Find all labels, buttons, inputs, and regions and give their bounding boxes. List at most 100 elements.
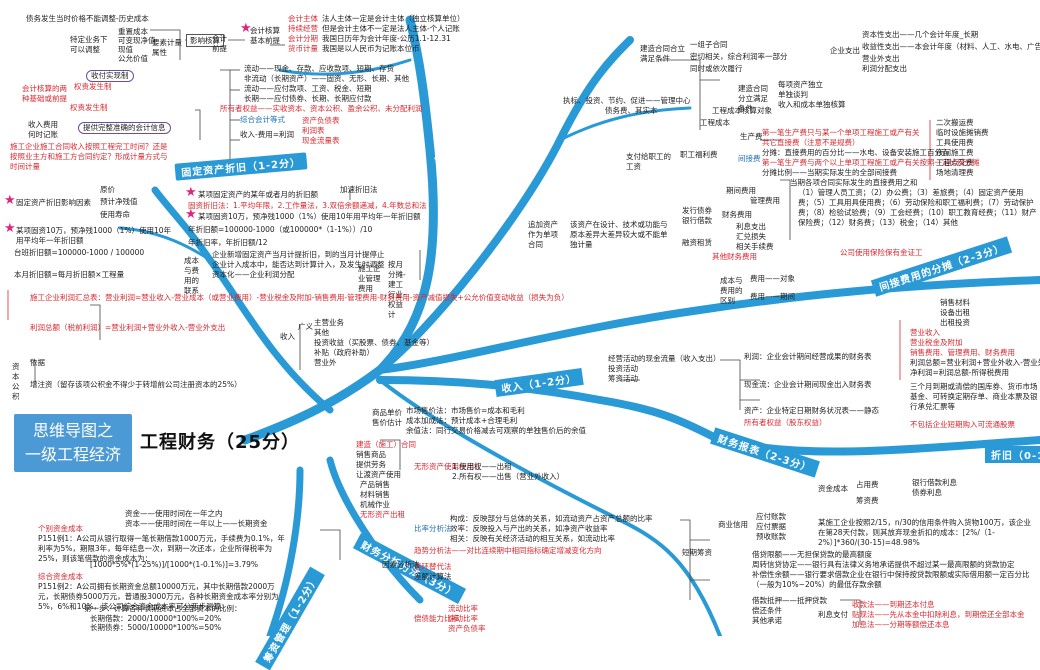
node-text: 会计前提 xyxy=(212,34,227,53)
node-text: 现值 xyxy=(118,45,133,54)
node-text: 单独谈判 xyxy=(778,90,808,99)
node-text: 长期——应付债券、长期、长期应付款 xyxy=(244,94,372,103)
node-text: 收款法——到期还本付息 xyxy=(852,600,935,609)
node-text: 加速折旧法 xyxy=(340,185,378,194)
node-text: 利润：企业会计期间经营成果的财务表 xyxy=(744,352,872,361)
node-text: 其他财务费用 xyxy=(712,252,757,261)
node-text: 所有者权益（股东权益） xyxy=(744,418,827,427)
node-text: 资产：企业特定日期财务状况表——静态 xyxy=(744,406,879,415)
node-text: 债务发生当时价格不能调整-历史成本 xyxy=(26,14,149,23)
node-text: 流动——应付款项、工资、税金、短期 xyxy=(244,84,372,93)
node-text: 余值法：同行交易价格减去可观察的单独售价后的余值 xyxy=(406,426,586,435)
branch-label-depreciation: 折旧（0-1分） xyxy=(985,446,1040,463)
node-text: （1）管理人员工资；（2）办公费；（3）差旅费；（4）固定资产使用费；（5）工具… xyxy=(798,188,1037,227)
node-text: 营业税金及附加 xyxy=(910,338,963,347)
node-text: 非流动（长期资产）——固资、无形、长期、其他 xyxy=(244,74,409,83)
node-text: 原价 xyxy=(100,185,115,194)
node-text: 企业计入成本中，能否达到计算计入，及发生时调整 xyxy=(212,260,385,269)
node-text: 2.所有权——出售（营业外收入） xyxy=(452,472,565,481)
node-text: 成本与费用的区别 xyxy=(720,276,743,305)
node-text: P151例1：A公司从银行取得一笔长期借款1000万元，手续费为0.1%，年利率… xyxy=(38,534,285,563)
node-text: 公司使用保险保有金证工 xyxy=(840,248,923,257)
node-text: 权责发生制 xyxy=(70,103,108,112)
node-text: 生产费 xyxy=(740,132,763,141)
node-text: 第一笔生产费只与某一个单项工程施工或产有关 xyxy=(762,128,920,137)
node-text: 速动比率 xyxy=(448,614,478,623)
node-oval: 收付实现制 xyxy=(86,70,134,82)
node-text: 某项固资10万，预净残1000（1%）使用10年用平均年一年折旧额 xyxy=(16,226,172,245)
node-text: 利息支出 xyxy=(736,222,766,231)
node-text: 本月折旧额=每月折旧额×工程量 xyxy=(14,270,125,279)
node-text: 周转信贷协定——银行具有法律义务地承诺提供不超过某一最高限额的贷款协定 xyxy=(752,560,1015,569)
node-text: 我国日历年为会计年度-公历1.1-12.31 xyxy=(322,34,451,43)
node-text: [1000*5%*(1-25%)]/[1000*(1-0.1%)]=3.79% xyxy=(90,560,259,569)
node-text: 支付给职工的工资 xyxy=(626,152,671,171)
node-text: 权责发生制 xyxy=(74,82,112,91)
node-text: 增注资（留存该项公积金不得少于转增前公司注册资本的25%） xyxy=(30,380,242,389)
node-text: 设备出租 xyxy=(940,308,970,317)
node-text: 不包括企业短期购入可流通股票 xyxy=(910,420,1015,429)
node-text: 银行借款 xyxy=(682,216,712,225)
node-text: 成本加成法：预计成本+合理毛利 xyxy=(406,416,518,425)
node-text: 趋势分析法——对比连续期中相同指标确定增减变化方向 xyxy=(414,546,602,555)
node-text: 主营业务 xyxy=(314,318,344,327)
node-text: 会计核算的两种基础或前提 xyxy=(22,84,67,103)
node-text: 夜间施工费 xyxy=(936,148,974,157)
node-text: 银行借款利息 xyxy=(912,478,957,487)
node-text: 利润总额=营业利润+营业外收入-营业外支出 xyxy=(910,358,1040,367)
node-text: 固定资产折旧影响因素 xyxy=(16,198,91,207)
node-text: 共它直接费（注意不是规费） xyxy=(762,138,860,147)
main-title: 工程财务（25分） xyxy=(140,432,301,453)
node-text: 连环替代法 xyxy=(414,562,452,571)
node-text: 1.使用权——出租 xyxy=(452,462,512,471)
node-text: 加息法——分期等额偿还本息 xyxy=(852,620,950,629)
node-text: 无形资产使用权出让 xyxy=(414,462,482,471)
node-text: 但是会计主体不一定是法人主体-个人记账 xyxy=(322,24,460,33)
node-text: 三个月到期或清偿的国库券、货币市场基金、可转换定期存单、商业本票及银行承兑汇票等 xyxy=(910,382,1038,411)
node-text: 施工企业施工合同收入按照工程完工时间？还是按照业主方和施工方合同约定？形成计量方… xyxy=(10,142,168,171)
node-text: 临时设施摊销费 xyxy=(936,128,989,137)
node-text: 台班折旧额=100000-1000 / 100000 xyxy=(14,248,145,257)
central-line-2: 一级工程经济 xyxy=(24,445,121,464)
star-icon: ★ xyxy=(185,185,197,200)
node-text: 建造（施工）合同 xyxy=(356,440,416,449)
node-text: 收入 xyxy=(280,332,295,341)
node-text: 同时或依次履行 xyxy=(690,64,743,73)
node-text: 利息支付 xyxy=(818,610,848,619)
node-text: 债务费、其实本 xyxy=(605,106,658,115)
node-text: 市场售价法：市场售价=成本和毛利 xyxy=(406,406,525,415)
node-text: 长期债券：5000/10000*100%=50% xyxy=(90,623,222,632)
node-text: 相关：反映有关经济活动的相互关系，如流动比率 xyxy=(450,534,615,543)
node-text: 短期筹资 xyxy=(682,548,712,557)
node-text: 企业新增固定资产当月计提折旧，到的当月计提停止 xyxy=(212,250,385,259)
node-text: 某施工企业按照2/15，n/30的信用条件购入货物100万，该企业在第28天付款… xyxy=(818,518,1031,547)
node-text: 营业收入 xyxy=(910,328,940,337)
node-text: 构成：反映部分与总体的关系，如流动资产占资产总额的比率 xyxy=(450,514,653,523)
node-text: 资本化——企业利润分配 xyxy=(212,270,295,279)
node-text: 工程成本 xyxy=(700,118,730,127)
node-text: 费用——对象 xyxy=(750,274,795,283)
node-text: 间接费 xyxy=(738,154,761,163)
node-text: 资金成本 xyxy=(818,484,848,493)
node-text: 应付票据 xyxy=(756,522,786,531)
node-text: 现金流量表 xyxy=(302,136,340,145)
node-text: 比率分析法 xyxy=(414,524,452,533)
node-text: 营业外支出 xyxy=(862,54,900,63)
node-text: 商品单价售价估计 xyxy=(372,408,402,427)
node-text: 施工企业管理费用 xyxy=(358,264,381,293)
node-text: 商业信用 xyxy=(718,520,748,529)
node-text: 产品销售 xyxy=(360,480,390,489)
node-text: 偿还条件 xyxy=(752,606,782,615)
node-text: 使用寿命 xyxy=(100,210,130,219)
node-text: 重置成本 xyxy=(118,27,148,36)
node-text: 公允价值 xyxy=(118,54,148,63)
node-text: 销售材料 xyxy=(940,298,970,307)
node-text: 密切相关，综合利润率一部分 xyxy=(690,52,788,61)
node-text: 补贴（政府补助） xyxy=(314,348,374,357)
node-text: 收入和成本单独核算 xyxy=(778,100,846,109)
node-text: 建造合同分立满足条件 xyxy=(738,84,768,113)
star-icon: ★ xyxy=(185,207,197,222)
central-node: 思维导图之 一级工程经济 xyxy=(14,414,132,472)
node-text: 预计净残值 xyxy=(100,197,138,206)
node-text: 销售商品 xyxy=(356,450,386,459)
